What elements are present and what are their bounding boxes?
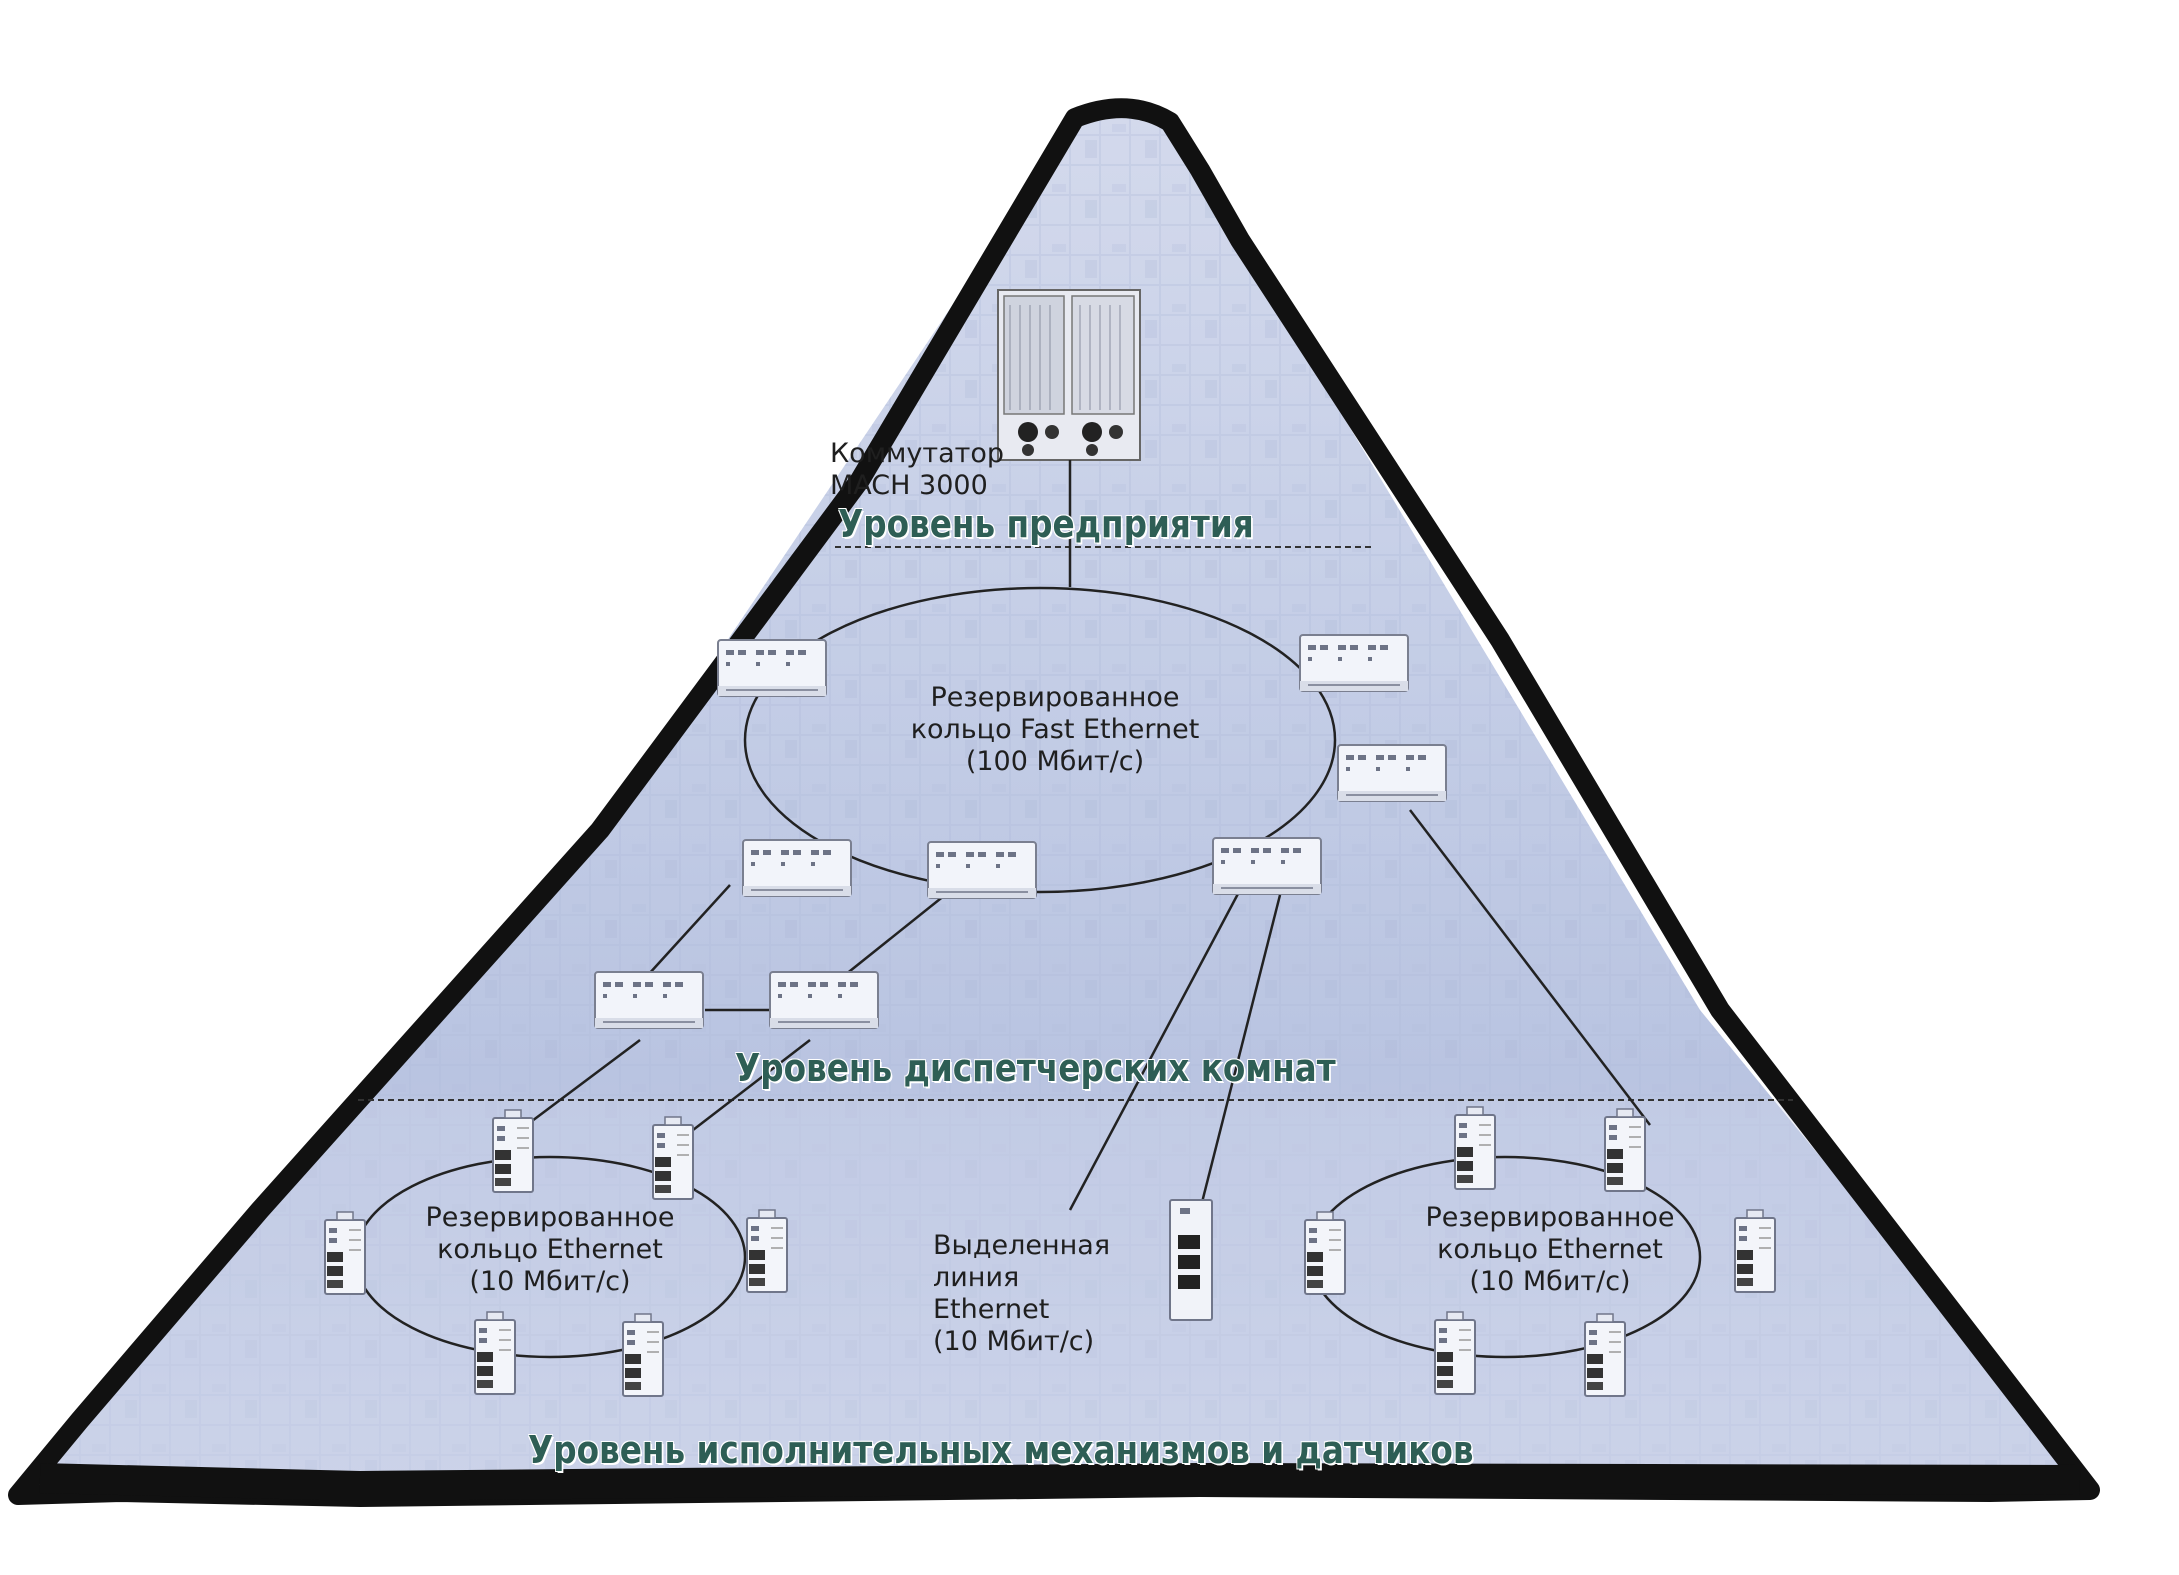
- ring-switch-icon-5: [927, 841, 1037, 899]
- ring-switch-icon-1: [717, 639, 827, 697]
- level-enterprise-title: Уровень предприятия: [838, 502, 1254, 546]
- dedicated-line-device-icon: [1169, 1199, 1213, 1321]
- dedicated-label-line2: линия: [933, 1262, 1020, 1293]
- core-switch-label-line1: Коммутатор: [830, 438, 1005, 469]
- dedicated-label-line4: (10 Мбит/с): [933, 1326, 1095, 1357]
- field-switch-icon-l4: [746, 1209, 788, 1293]
- field-switch-icon-r5: [1434, 1311, 1476, 1395]
- core-switch-label-line2: MACH 3000: [830, 470, 988, 501]
- field-switch-icon-l2: [652, 1116, 694, 1200]
- ring-switch-icon-4: [742, 839, 852, 897]
- dedicated-label-line1: Выделенная: [933, 1230, 1111, 1261]
- control-switch-icon-2: [769, 971, 879, 1029]
- core-switch-icon: [997, 289, 1141, 461]
- level-field-title: Уровень исполнительных механизмов и датч…: [528, 1428, 1474, 1472]
- left-ring-label-line2: кольцо Ethernet: [437, 1234, 663, 1265]
- dedicated-label-line3: Ethernet: [933, 1294, 1050, 1325]
- control-switch-icon-1: [594, 971, 704, 1029]
- fast-ring-label-line3: (100 Мбит/с): [965, 746, 1145, 777]
- ring-switch-icon-6: [1212, 837, 1322, 895]
- level-control-title: Уровень диспетчерских комнат: [735, 1046, 1336, 1090]
- field-switch-icon-r6: [1584, 1313, 1626, 1397]
- field-switch-icon-l3: [324, 1211, 366, 1295]
- right-ring-label-line2: кольцо Ethernet: [1437, 1234, 1663, 1265]
- pyramid-texture: [40, 115, 2085, 1485]
- field-switch-icon-l1: [492, 1109, 534, 1193]
- field-switch-icon-r4: [1734, 1209, 1776, 1293]
- ring-switch-icon-3: [1337, 744, 1447, 802]
- field-switch-icon-r3: [1304, 1211, 1346, 1295]
- dedicated-line-label: Выделенная линия Ethernet (10 Мбит/с): [933, 1230, 1110, 1358]
- left-ring-label-line1: Резервированное: [425, 1202, 675, 1233]
- field-switch-icon-r2: [1604, 1108, 1646, 1192]
- right-ring-label-line3: (10 Мбит/с): [1469, 1266, 1631, 1297]
- core-switch-label: Коммутатор MACH 3000: [830, 438, 1004, 502]
- field-switch-icon-l6: [622, 1313, 664, 1397]
- fast-ethernet-ring-label: Резервированное кольцо Fast Ethernet (10…: [905, 682, 1205, 778]
- field-switch-icon-l5: [474, 1311, 516, 1395]
- fast-ring-label-line1: Резервированное: [930, 682, 1180, 713]
- left-ring-label-line3: (10 Мбит/с): [469, 1266, 631, 1297]
- right-ring-label: Резервированное кольцо Ethernet (10 Мбит…: [1420, 1202, 1680, 1298]
- left-ring-label: Резервированное кольцо Ethernet (10 Мбит…: [420, 1202, 680, 1298]
- right-ring-label-line1: Резервированное: [1425, 1202, 1675, 1233]
- fast-ring-label-line2: кольцо Fast Ethernet: [910, 714, 1200, 745]
- ring-switch-icon-2: [1299, 634, 1409, 692]
- field-switch-icon-r1: [1454, 1106, 1496, 1190]
- field-band: [40, 1100, 2085, 1480]
- pyramid-outline: [8, 98, 2100, 1507]
- fast-ethernet-ring: [743, 586, 1337, 894]
